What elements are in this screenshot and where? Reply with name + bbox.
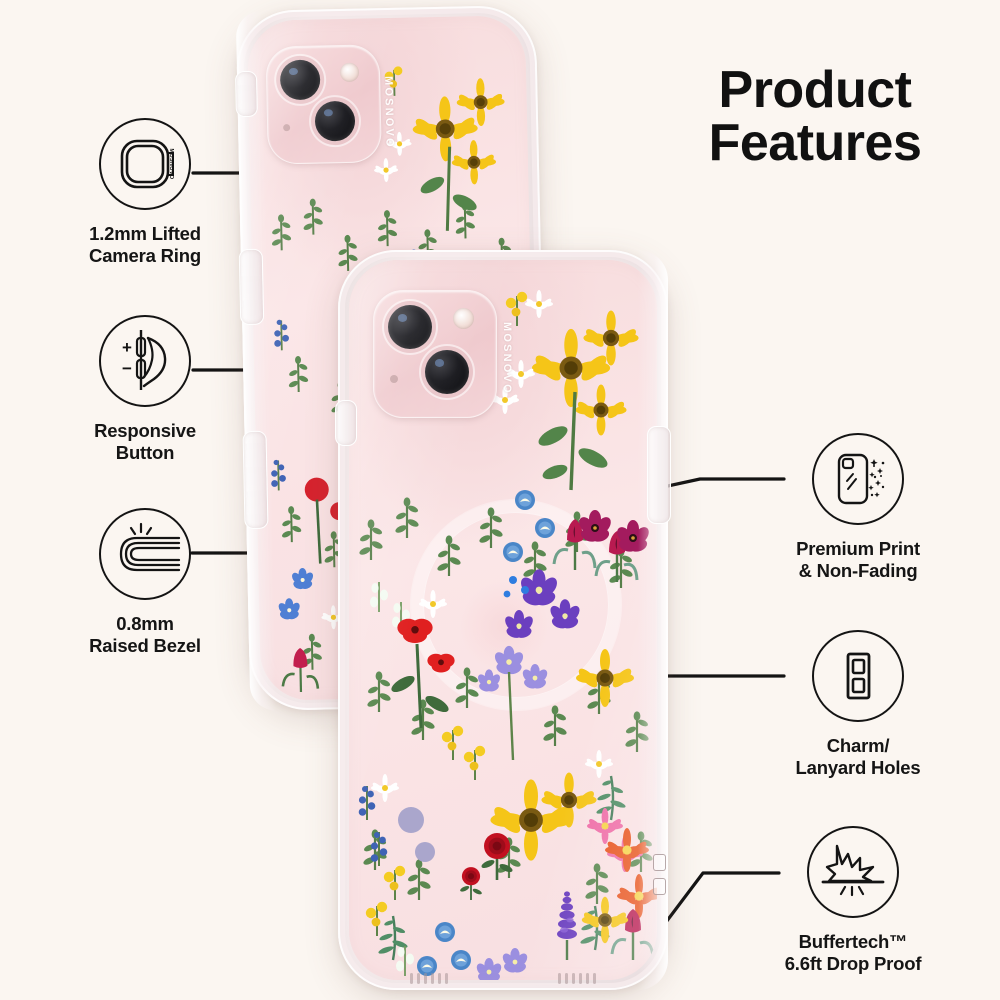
- responsive-button-icon: + −: [108, 324, 182, 398]
- raised-bezel-icon: [107, 516, 183, 592]
- responsive-button-icon-circle: + −: [99, 315, 191, 407]
- power-button-cutout-front: [647, 426, 671, 524]
- feature-responsive-button[interactable]: + − Responsive Button: [25, 315, 265, 463]
- impact-burst-icon: [815, 834, 891, 910]
- camera-flash-front: [453, 308, 474, 329]
- volume-up-cutout-front: [335, 400, 357, 446]
- feature-raised-bezel[interactable]: 0.8mm Raised Bezel: [25, 508, 265, 656]
- lanyard-hole-top: [653, 854, 666, 871]
- mute-switch-cutout-back: [234, 70, 258, 118]
- raised-bezel-icon-circle: [99, 508, 191, 600]
- title-line-2: Features: [708, 114, 922, 173]
- lanyard-holes-icon-circle: [812, 630, 904, 722]
- lanyard-holes-icon: [822, 640, 894, 712]
- floral-pattern-front: [349, 260, 657, 980]
- premium-print-icon: [822, 443, 894, 515]
- feature-label-charm-lanyard-holes: Charm/ Lanyard Holes: [795, 735, 921, 778]
- feature-charm-lanyard-holes[interactable]: Charm/ Lanyard Holes: [738, 630, 978, 778]
- feature-label-camera-ring: 1.2mm Lifted Camera Ring: [89, 223, 201, 266]
- phone-case-front-view: MOSNOVO: [335, 250, 671, 990]
- feature-label-raised-bezel: 0.8mm Raised Bezel: [89, 613, 201, 656]
- camera-lens-bottom-front: [425, 350, 469, 394]
- camera-ring-icon-circle: MOSNOVO: [99, 118, 191, 210]
- feature-label-premium-print: Premium Print & Non-Fading: [796, 538, 920, 581]
- title-line-1: Product: [718, 61, 912, 119]
- feature-drop-proof[interactable]: Buffertech™ 6.6ft Drop Proof: [733, 826, 973, 974]
- svg-text:−: −: [122, 359, 132, 378]
- speaker-cutout-left: [410, 973, 448, 984]
- feature-premium-print[interactable]: Premium Print & Non-Fading: [738, 433, 978, 581]
- feature-label-responsive-button: Responsive Button: [94, 420, 196, 463]
- feature-label-drop-proof: Buffertech™ 6.6ft Drop Proof: [784, 931, 922, 974]
- svg-text:+: +: [122, 338, 132, 357]
- page-title: Product Features: [640, 61, 990, 173]
- lanyard-hole-bottom: [653, 878, 666, 895]
- speaker-cutout-right: [558, 973, 596, 984]
- svg-text:MOSNOVO: MOSNOVO: [168, 149, 174, 180]
- premium-print-icon-circle: [812, 433, 904, 525]
- feature-camera-ring[interactable]: MOSNOVO 1.2mm Lifted Camera Ring: [25, 118, 265, 266]
- camera-ring-icon: MOSNOVO: [108, 127, 182, 201]
- impact-burst-icon-circle: [807, 826, 899, 918]
- case-rim-front: [338, 250, 668, 990]
- camera-mic-front: [390, 375, 398, 383]
- camera-lens-top-front: [388, 305, 432, 349]
